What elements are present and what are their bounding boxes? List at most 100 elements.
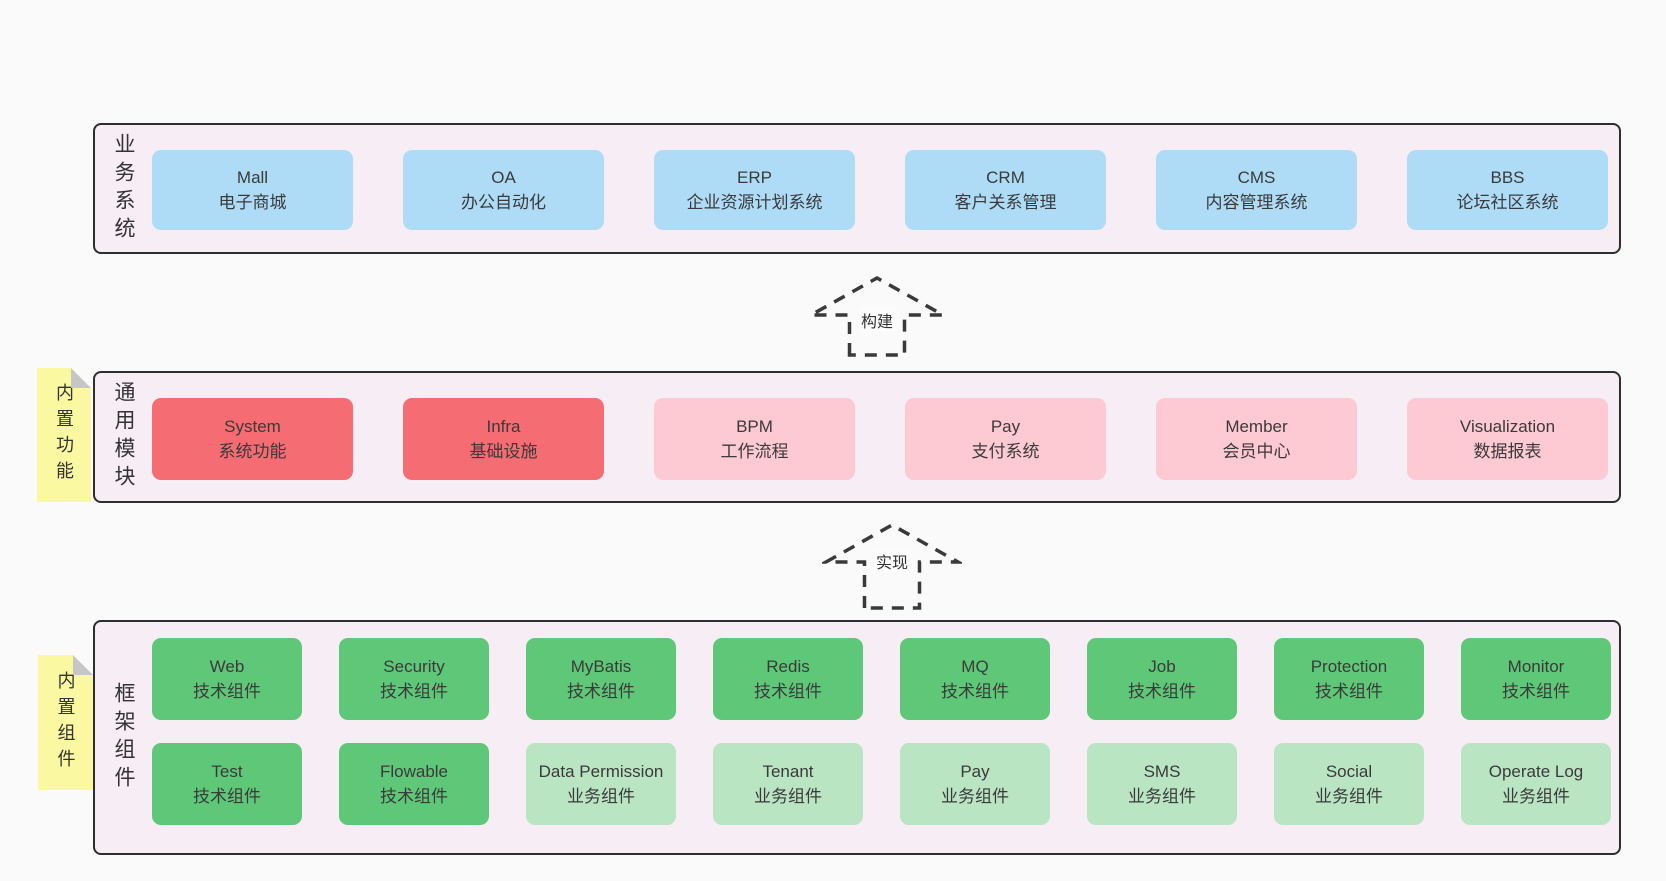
box-title: Pay bbox=[960, 762, 990, 781]
box-subtitle: 企业资源计划系统 bbox=[686, 193, 823, 212]
layer-business-systems: 业务系统 Mall 电子商城 OA 办公自动化 ERP 企业资源计划系统 CRM… bbox=[93, 123, 1621, 254]
sticky-note-builtin-functions: 内置功能 bbox=[37, 368, 91, 502]
box-title: Web bbox=[209, 657, 245, 676]
box-subtitle: 论坛社区系统 bbox=[1456, 193, 1559, 212]
box-title: Social bbox=[1325, 762, 1373, 781]
box-sms: SMS 业务组件 bbox=[1087, 743, 1237, 825]
box-oa: OA 办公自动化 bbox=[403, 150, 604, 230]
box-title: Mall bbox=[236, 168, 269, 187]
box-title: Redis bbox=[766, 657, 810, 676]
layer-common-modules: 通用模块 System 系统功能 Infra 基础设施 BPM 工作流程 Pay… bbox=[93, 371, 1621, 503]
box-job: Job 技术组件 bbox=[1087, 638, 1237, 720]
layer-label-business: 业务系统 bbox=[112, 132, 135, 245]
box-member: Member 会员中心 bbox=[1156, 398, 1357, 480]
layer-label-modules: 通用模块 bbox=[112, 381, 135, 493]
box-subtitle: 技术组件 bbox=[1128, 682, 1196, 701]
box-title: SMS bbox=[1143, 762, 1181, 781]
box-title: Visualization bbox=[1459, 417, 1556, 436]
box-title: Security bbox=[383, 657, 445, 676]
box-cms: CMS 内容管理系统 bbox=[1156, 150, 1357, 230]
box-subtitle: 业务组件 bbox=[1128, 787, 1196, 806]
layer-label-components: 框架组件 bbox=[112, 681, 135, 794]
box-protection: Protection 技术组件 bbox=[1274, 638, 1424, 720]
box-bbs: BBS 论坛社区系统 bbox=[1407, 150, 1608, 230]
box-title: Pay bbox=[990, 417, 1021, 436]
box-title: CRM bbox=[986, 168, 1025, 187]
box-title: Job bbox=[1148, 657, 1176, 676]
box-title: Flowable bbox=[379, 762, 449, 781]
box-subtitle: 业务组件 bbox=[754, 787, 822, 806]
box-visualization: Visualization 数据报表 bbox=[1407, 398, 1608, 480]
box-erp: ERP 企业资源计划系统 bbox=[654, 150, 855, 230]
layer-framework-components: 框架组件 Web 技术组件 Security 技术组件 MyBatis 技术组件… bbox=[93, 620, 1621, 855]
box-mall: Mall 电子商城 bbox=[152, 150, 353, 230]
box-tenant: Tenant 业务组件 bbox=[713, 743, 863, 825]
box-web: Web 技术组件 bbox=[152, 638, 302, 720]
arrow-build-label: 构建 bbox=[857, 308, 897, 332]
box-title: Protection bbox=[1310, 657, 1388, 676]
box-title: Test bbox=[211, 762, 243, 781]
box-title: BBS bbox=[1490, 168, 1525, 187]
box-title: ERP bbox=[737, 168, 772, 187]
box-subtitle: 系统功能 bbox=[218, 442, 287, 461]
box-title: CMS bbox=[1237, 168, 1276, 187]
box-title: Operate Log bbox=[1488, 762, 1584, 781]
box-data-permission: Data Permission 业务组件 bbox=[526, 743, 676, 825]
box-subtitle: 技术组件 bbox=[193, 682, 261, 701]
arrow-implement-label: 实现 bbox=[872, 549, 912, 573]
box-system: System 系统功能 bbox=[152, 398, 353, 480]
box-subtitle: 技术组件 bbox=[1315, 682, 1383, 701]
box-subtitle: 基础设施 bbox=[469, 442, 538, 461]
box-pay-system: Pay 支付系统 bbox=[905, 398, 1106, 480]
box-title: Tenant bbox=[762, 762, 814, 781]
box-title: Monitor bbox=[1507, 657, 1565, 676]
sticky-note-builtin-components: 内置组件 bbox=[38, 655, 93, 790]
box-bpm: BPM 工作流程 bbox=[654, 398, 855, 480]
box-subtitle: 内容管理系统 bbox=[1205, 193, 1308, 212]
box-subtitle: 业务组件 bbox=[1502, 787, 1570, 806]
box-subtitle: 技术组件 bbox=[567, 682, 635, 701]
box-title: BPM bbox=[736, 417, 773, 436]
box-mybatis: MyBatis 技术组件 bbox=[526, 638, 676, 720]
box-test: Test 技术组件 bbox=[152, 743, 302, 825]
sticky-label: 内置功能 bbox=[54, 383, 74, 487]
box-pay-component: Pay 业务组件 bbox=[900, 743, 1050, 825]
up-arrow-icon bbox=[822, 522, 962, 610]
box-title: System bbox=[224, 417, 281, 436]
box-subtitle: 支付系统 bbox=[971, 442, 1040, 461]
box-subtitle: 客户关系管理 bbox=[954, 193, 1057, 212]
box-flowable: Flowable 技术组件 bbox=[339, 743, 489, 825]
box-title: Data Permission bbox=[538, 762, 664, 781]
box-subtitle: 技术组件 bbox=[380, 787, 448, 806]
box-title: MyBatis bbox=[570, 657, 632, 676]
business-box-row: Mall 电子商城 OA 办公自动化 ERP 企业资源计划系统 CRM 客户关系… bbox=[152, 150, 1608, 230]
up-arrow-icon bbox=[807, 275, 947, 357]
box-subtitle: 业务组件 bbox=[941, 787, 1009, 806]
box-mq: MQ 技术组件 bbox=[900, 638, 1050, 720]
box-subtitle: 业务组件 bbox=[567, 787, 635, 806]
box-title: MQ bbox=[961, 657, 989, 676]
box-monitor: Monitor 技术组件 bbox=[1461, 638, 1611, 720]
components-box-row-1: Web 技术组件 Security 技术组件 MyBatis 技术组件 Redi… bbox=[152, 638, 1611, 720]
box-title: Infra bbox=[486, 417, 521, 436]
box-subtitle: 工作流程 bbox=[720, 442, 789, 461]
box-subtitle: 会员中心 bbox=[1222, 442, 1291, 461]
box-subtitle: 技术组件 bbox=[193, 787, 261, 806]
box-subtitle: 技术组件 bbox=[1502, 682, 1570, 701]
box-social: Social 业务组件 bbox=[1274, 743, 1424, 825]
box-redis: Redis 技术组件 bbox=[713, 638, 863, 720]
components-box-row-2: Test 技术组件 Flowable 技术组件 Data Permission … bbox=[152, 743, 1611, 825]
arrow-build: 构建 bbox=[807, 275, 947, 357]
box-crm: CRM 客户关系管理 bbox=[905, 150, 1106, 230]
box-subtitle: 技术组件 bbox=[754, 682, 822, 701]
box-subtitle: 技术组件 bbox=[941, 682, 1009, 701]
box-title: Member bbox=[1225, 417, 1288, 436]
folded-corner-icon bbox=[73, 655, 93, 675]
folded-corner-icon bbox=[71, 368, 91, 388]
box-subtitle: 数据报表 bbox=[1473, 442, 1542, 461]
box-subtitle: 业务组件 bbox=[1315, 787, 1383, 806]
box-title: OA bbox=[491, 168, 516, 187]
box-infra: Infra 基础设施 bbox=[403, 398, 604, 480]
box-operate-log: Operate Log 业务组件 bbox=[1461, 743, 1611, 825]
